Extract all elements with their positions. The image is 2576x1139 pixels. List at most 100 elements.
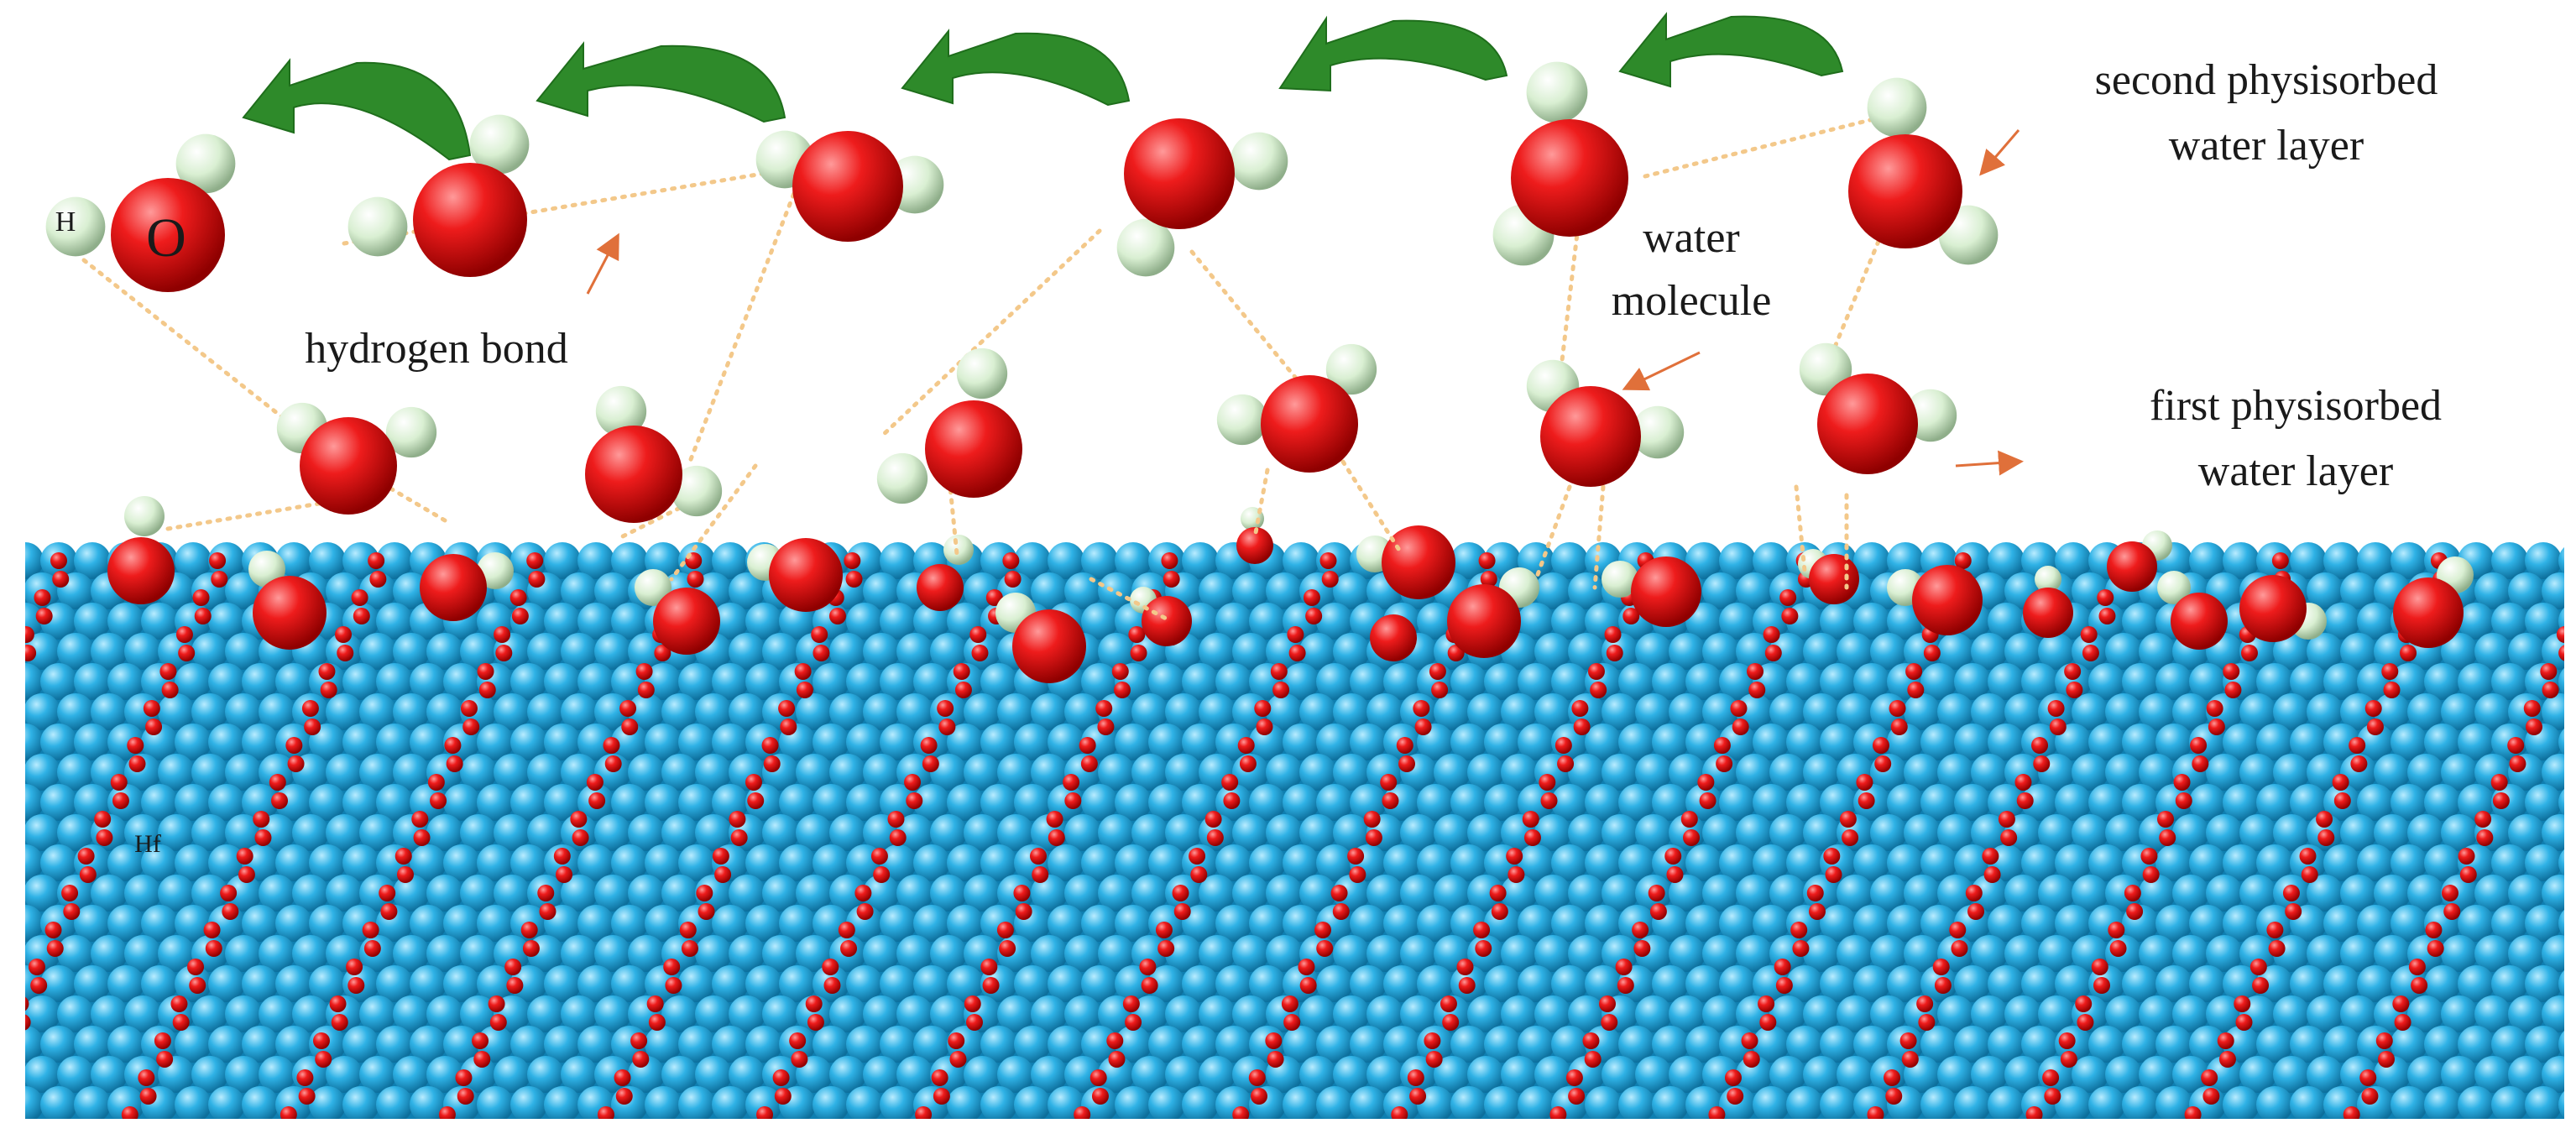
hf-atom	[2525, 603, 2562, 640]
lattice-oxygen	[1398, 755, 1416, 772]
hydrogen-atom	[347, 196, 408, 257]
lattice-oxygen	[394, 848, 412, 865]
lattice-oxygen	[1141, 977, 1158, 994]
hf-atom	[410, 724, 447, 760]
lattice-oxygen	[1298, 959, 1315, 975]
hf-atom	[2088, 844, 2125, 881]
lattice-oxygen	[1089, 1069, 1107, 1086]
hf-atom	[2088, 1086, 2125, 1119]
lattice-oxygen	[2282, 885, 2300, 901]
hf-atom	[1635, 995, 1672, 1032]
lattice-oxygen	[1708, 1106, 1726, 1119]
lattice-oxygen	[1884, 1069, 1901, 1086]
hf-atom	[1266, 935, 1303, 972]
hf-atom	[1534, 875, 1571, 912]
water-molecule-first-layer	[585, 385, 723, 523]
hydrogen-bond-line	[1189, 249, 1312, 397]
hf-atom	[25, 764, 27, 781]
lattice-oxygen	[1002, 552, 1020, 569]
hf-atom	[712, 1086, 749, 1119]
lattice-oxygen	[1125, 1014, 1142, 1031]
hf-atom	[712, 905, 749, 942]
hf-atom	[1971, 935, 2008, 972]
lattice-oxygen	[504, 959, 522, 975]
hf-atom	[2424, 663, 2461, 700]
lattice-oxygen	[488, 995, 505, 1012]
lattice-oxygen	[840, 940, 858, 957]
hf-atom	[1753, 542, 1790, 579]
hf-atom	[1081, 844, 1118, 881]
hf-atom	[2441, 754, 2478, 791]
lattice-oxygen	[2332, 774, 2349, 791]
hf-atom	[896, 995, 933, 1032]
hf-atom	[2542, 935, 2564, 972]
hf-atom	[1820, 1086, 1857, 1119]
lattice-oxygen	[2383, 682, 2401, 698]
lattice-oxygen	[154, 1032, 171, 1049]
lattice-oxygen	[329, 995, 347, 1012]
lattice-oxygen	[1281, 995, 1298, 1012]
hf-atom	[930, 754, 967, 791]
hf-atom	[2055, 965, 2092, 1002]
hf-atom	[2155, 965, 2192, 1002]
lattice-oxygen	[1730, 700, 1748, 717]
lattice-oxygen	[780, 718, 797, 735]
oxygen-atom	[792, 131, 903, 242]
lattice-oxygen	[2458, 848, 2475, 865]
hf-atom	[1870, 935, 1907, 972]
lattice-oxygen	[1606, 645, 1623, 661]
lattice-oxygen	[2208, 718, 2225, 735]
hf-atom	[1266, 875, 1303, 912]
lattice-oxygen	[2378, 1051, 2395, 1068]
lattice-oxygen	[845, 571, 863, 588]
hf-atom	[1769, 814, 1806, 851]
lattice-oxygen	[1724, 1069, 1742, 1086]
lattice-oxygen	[346, 959, 363, 975]
hf-atom	[443, 1026, 480, 1063]
hf-atom	[1719, 784, 1756, 821]
hf-atom	[1115, 844, 1152, 881]
hf-atom	[1165, 754, 1202, 791]
lattice-oxygen	[2268, 940, 2286, 957]
hf-atom	[40, 724, 77, 760]
hf-atom	[0, 905, 10, 942]
lattice-oxygen	[2542, 682, 2559, 698]
hf-atom	[1803, 1056, 1840, 1093]
hf-atom	[1853, 603, 1890, 640]
hf-atom	[2038, 995, 2075, 1032]
lattice-oxygen	[331, 1014, 348, 1031]
hf-atom	[2038, 875, 2075, 912]
hf-atom	[376, 965, 413, 1002]
hf-atom	[2340, 875, 2377, 912]
lattice-oxygen	[528, 571, 546, 588]
hf-atom	[1350, 784, 1387, 821]
lattice-oxygen	[1046, 811, 1063, 828]
hf-atom	[342, 724, 379, 760]
hf-atom	[1887, 784, 1924, 821]
hf-atom	[2021, 784, 2058, 821]
hf-atom	[460, 633, 497, 670]
hf-atom	[57, 814, 94, 851]
hf-atom	[326, 754, 363, 791]
lattice-oxygen	[457, 1088, 474, 1105]
hf-atom	[544, 784, 581, 821]
lattice-oxygen	[1949, 922, 1967, 938]
lattice-oxygen	[2375, 1032, 2393, 1049]
lattice-oxygen	[621, 718, 639, 735]
hf-atom	[2458, 965, 2495, 1002]
hf-atom	[393, 995, 430, 1032]
lattice-oxygen	[143, 700, 160, 717]
hf-atom	[460, 995, 497, 1032]
oxygen-atom	[585, 426, 682, 523]
hf-atom	[242, 663, 279, 700]
hf-atom	[2474, 633, 2511, 670]
hf-atom	[275, 844, 312, 881]
hf-atom	[2038, 633, 2075, 670]
lattice-oxygen	[980, 959, 998, 975]
hf-atom	[2189, 905, 2226, 942]
hf-atom	[628, 693, 665, 730]
hf-atom	[1904, 693, 1941, 730]
hf-atom	[124, 814, 161, 851]
hf-atom	[1954, 663, 1991, 700]
hf-atom	[74, 965, 111, 1002]
